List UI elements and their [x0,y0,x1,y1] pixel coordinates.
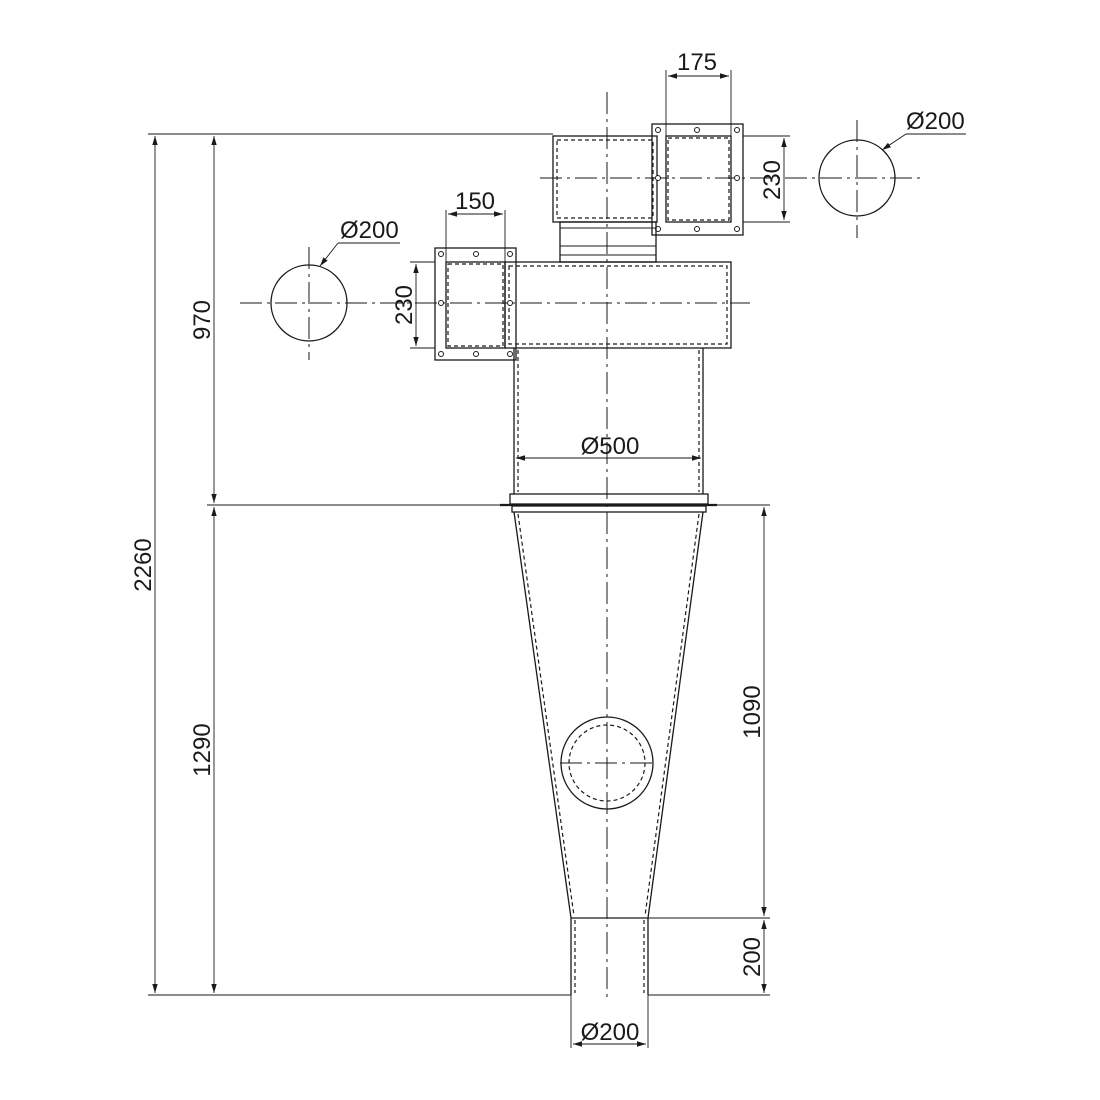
label-spigot-height: 200 [739,937,766,977]
label-side-inlet-height: 230 [391,285,418,325]
top-outlet-circle [818,139,896,217]
label-top-outlet-diameter: Ø200 [906,108,965,135]
label-body-diameter: Ø500 [581,433,640,460]
label-cone-height: 1090 [739,685,766,738]
top-outlet-box [552,123,744,236]
body-flange [500,493,717,513]
inspection-port [560,716,654,810]
top-flange-bolts [655,127,740,232]
side-inlet-circle [270,264,348,342]
side-inlet-flange [434,247,517,361]
label-bottom-diameter: Ø200 [581,1019,640,1046]
outlet-pipe [559,221,657,263]
label-side-inlet-diameter: Ø200 [340,217,399,244]
dimension-lines [152,73,966,1047]
head-box [504,261,732,349]
bottom-spigot [570,917,649,995]
cylinder-body [513,348,704,494]
label-side-inlet-width: 150 [455,188,495,215]
cone [513,511,704,919]
extension-lines [148,70,790,1048]
label-total-height: 2260 [130,538,157,591]
label-lower-height: 1290 [189,723,216,776]
label-top-outlet-width: 175 [677,49,717,76]
label-top-outlet-height: 230 [759,160,786,200]
label-upper-height: 970 [189,300,216,340]
